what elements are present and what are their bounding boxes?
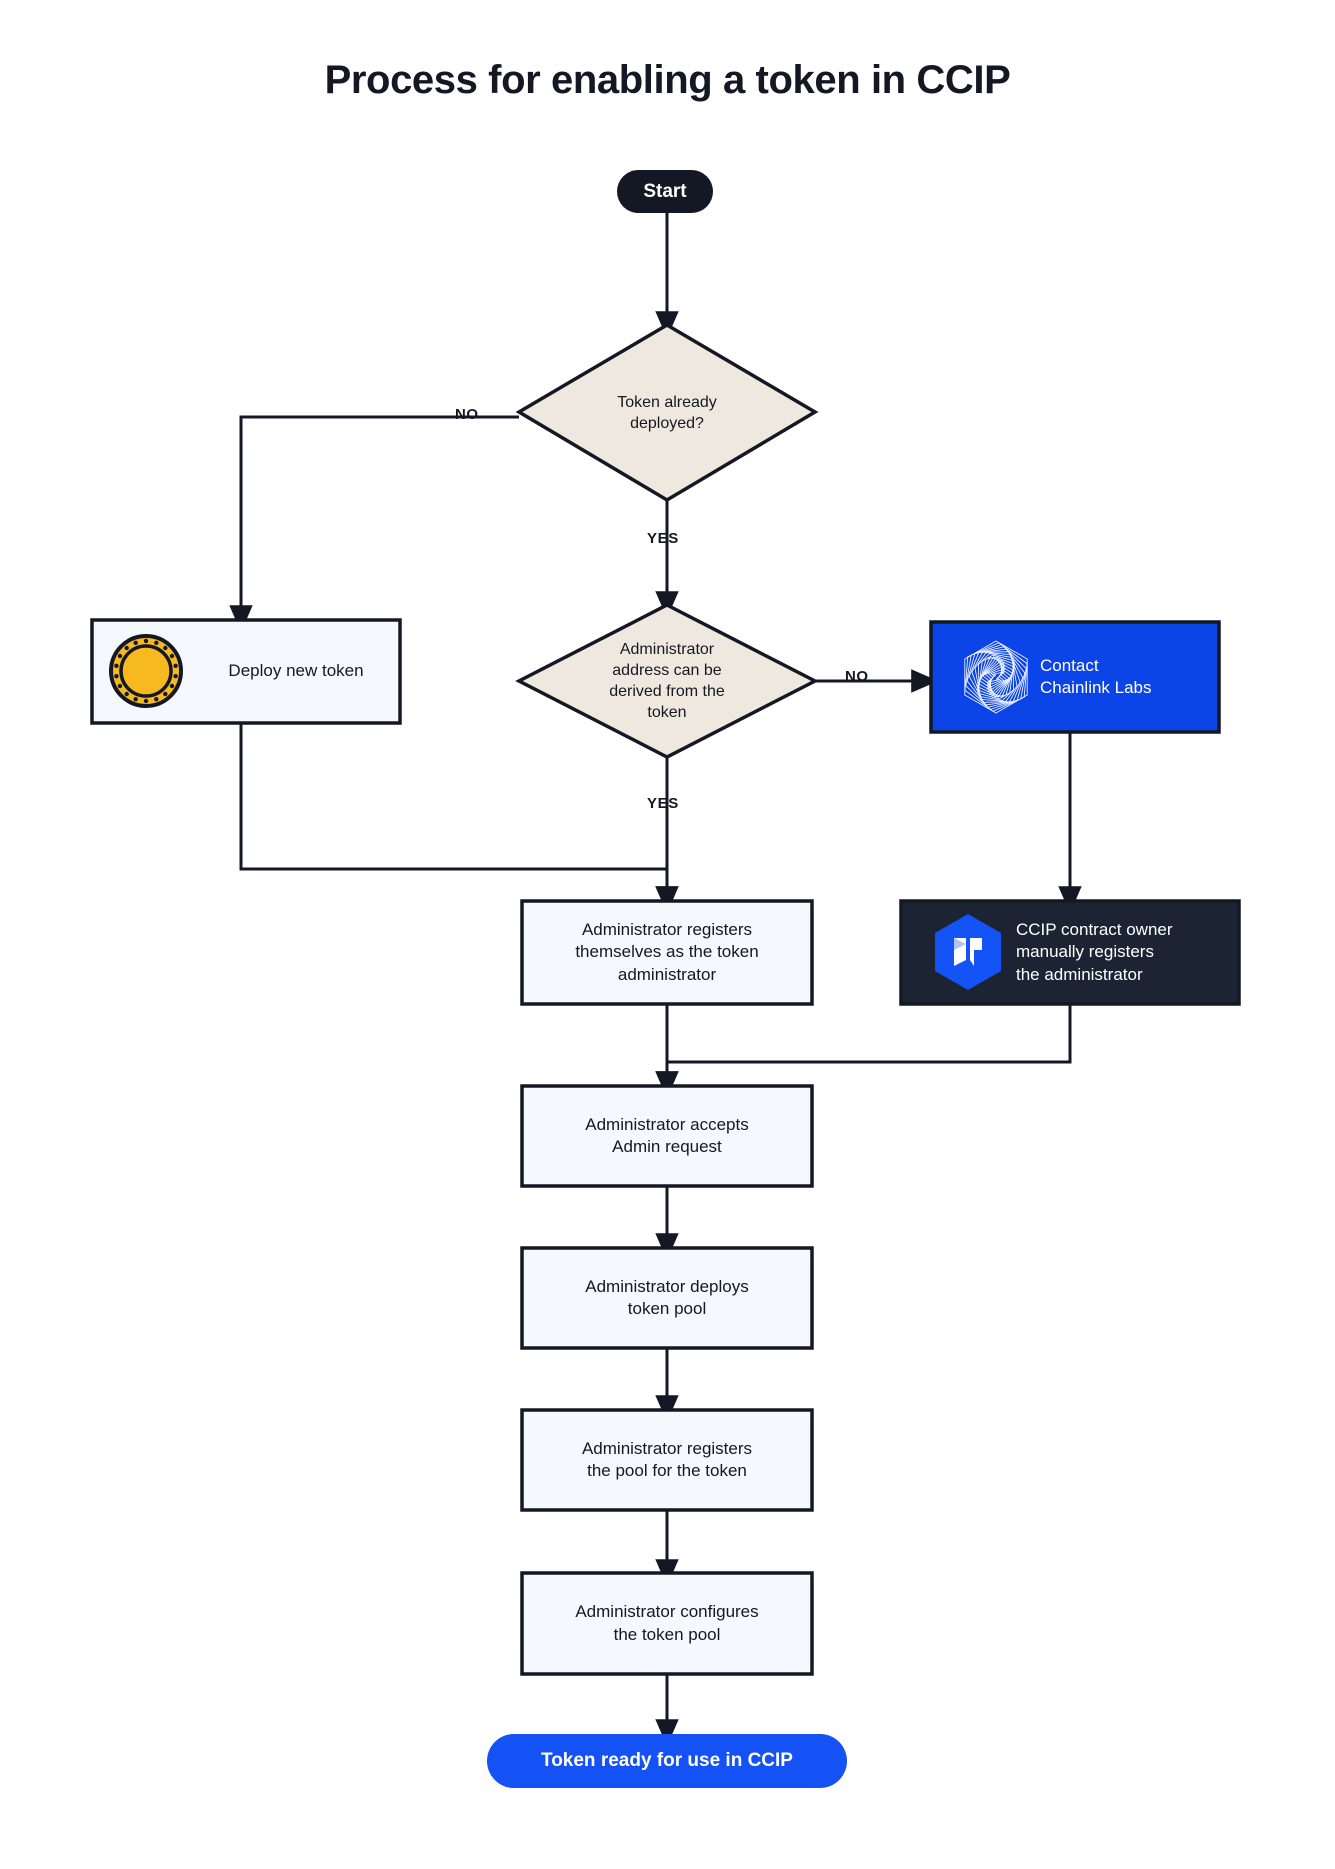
edge-decision1-no-to-deploy bbox=[229, 415, 519, 633]
decision-admin-derived-shape[interactable] bbox=[515, 603, 819, 759]
admin-deploys-pool-shape[interactable] bbox=[520, 1246, 814, 1350]
admin-accepts-shape[interactable] bbox=[520, 1084, 814, 1188]
connector-group bbox=[229, 213, 1082, 1747]
edge-deploy-to-admin-registers bbox=[239, 723, 679, 914]
start-pill-shape[interactable] bbox=[617, 170, 713, 213]
coin-icon bbox=[109, 634, 183, 708]
contact-chainlink-labs-shape[interactable] bbox=[929, 620, 1221, 734]
decision-token-deployed-shape[interactable] bbox=[515, 322, 819, 503]
token-ready-pill-shape[interactable] bbox=[487, 1734, 847, 1788]
admin-registers-self-shape[interactable] bbox=[520, 899, 814, 1006]
ccip-hexagon-icon bbox=[935, 914, 1001, 990]
admin-registers-pool-shape[interactable] bbox=[520, 1408, 814, 1512]
admin-configures-pool-shape[interactable] bbox=[520, 1571, 814, 1676]
page-title: Process for enabling a token in CCIP bbox=[324, 58, 1011, 102]
chainlink-labs-spiral-icon bbox=[964, 640, 1028, 714]
edge-ccip-owner-to-admin-accepts bbox=[655, 1005, 1072, 1099]
